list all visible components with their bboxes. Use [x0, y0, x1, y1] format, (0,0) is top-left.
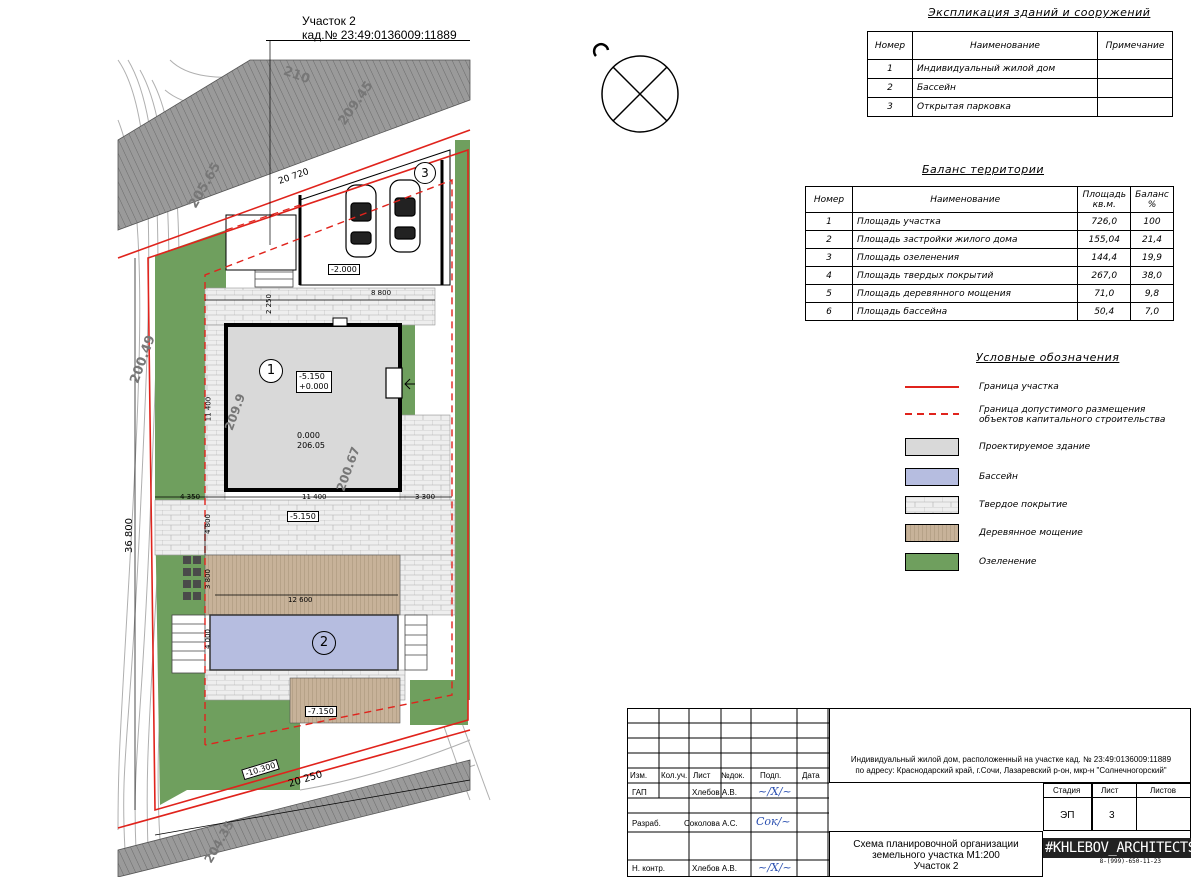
- plot-boundary: [147, 148, 469, 812]
- cadastral-number: кад.№ 23:49:0136009:11889: [302, 28, 457, 42]
- table-row: 1 Индивидуальный жилой дом: [867, 59, 1173, 79]
- house: [224, 323, 402, 492]
- col-name: Наименование: [912, 31, 1098, 60]
- table-row: 2 Бассейн: [867, 78, 1173, 98]
- plot-name: Участок 2: [302, 14, 356, 28]
- elevation-mark: -2.000: [328, 264, 360, 275]
- legend-item: Проектируемое здание: [905, 438, 1090, 456]
- dimension-lines: [134, 40, 471, 836]
- legend-item: Деревянное мощение: [905, 524, 1083, 542]
- dimension-label: 4 000: [204, 628, 213, 650]
- pool: [209, 614, 399, 671]
- dimension-label: 12 600: [288, 596, 313, 604]
- car-icon: [345, 179, 421, 258]
- elevation-mark: -5.150: [287, 511, 319, 522]
- green-zone: [155, 230, 226, 505]
- legend-title: Условные обозначения: [976, 351, 1120, 364]
- signature: ~/Х/~: [758, 785, 792, 798]
- table-row: 3 Открытая парковка: [867, 97, 1173, 117]
- col-note: Примечание: [1097, 31, 1173, 60]
- pool-swatch: [905, 468, 959, 486]
- stairs: [171, 264, 428, 674]
- project-title: Индивидуальный жилой дом, расположенный …: [850, 755, 1172, 764]
- stamp-grid: [627, 708, 829, 877]
- stage-value: ЭП: [1060, 810, 1075, 821]
- explication-table: Номер Наименование Примечание 1 Индивиду…: [867, 31, 1173, 117]
- elevation-mark: -5.150+0.000: [296, 371, 332, 393]
- signature: ~/Х/~: [758, 861, 792, 874]
- legend-item: Граница участка: [905, 380, 1059, 394]
- dimension-label: 4 350: [180, 493, 201, 501]
- sheet-value: 3: [1109, 810, 1115, 821]
- wood-swatch: [905, 524, 959, 542]
- buildable-boundary: [204, 178, 453, 746]
- balance-table: Номер Наименование Площадь кв.м. Баланс …: [805, 186, 1174, 321]
- north-arrow-icon: [592, 43, 679, 133]
- balance-title: Баланс территории: [922, 163, 1045, 176]
- col-number: Номер: [867, 31, 913, 60]
- dimension-label: 11 400: [302, 493, 327, 501]
- explication-title: Экспликация зданий и сооружений: [928, 6, 1151, 19]
- dimension-label: 2 250: [265, 293, 274, 315]
- wood-deck: [204, 554, 401, 616]
- signature: Сок/~: [756, 815, 791, 828]
- dimension-label: 11 400: [204, 396, 213, 422]
- building-marker-1: 1: [259, 359, 283, 383]
- building-marker-3: 3: [414, 162, 436, 184]
- dimension-label: 36 800: [124, 518, 135, 553]
- paving-swatch: [905, 496, 959, 514]
- dimension-label: 4 800: [204, 513, 213, 535]
- drawing-title: Схема планировочной организации земельно…: [853, 839, 1019, 872]
- dimension-label: 3 800: [204, 568, 213, 590]
- firm-logo: #KHLEBOV_ARCHITECTS 8-(999)-650-11-23: [1043, 838, 1191, 877]
- bollards: [183, 556, 201, 600]
- dashed-line-icon: [905, 413, 959, 415]
- legend-item: Бассейн: [905, 468, 1018, 486]
- dimension-label: 8 800: [371, 289, 392, 297]
- legend-item: Озеленение: [905, 553, 1036, 571]
- dimension-label: 3 300: [415, 493, 436, 501]
- building-marker-2: 2: [312, 631, 336, 655]
- plot-label: Участок 2 кад.№ 23:49:0136009:11889: [302, 14, 457, 42]
- legend-item: Граница допустимого размещения объектов …: [905, 405, 1179, 425]
- elevation-mark: -7.150: [305, 706, 337, 717]
- green-swatch: [905, 553, 959, 571]
- solid-line-icon: [905, 386, 959, 388]
- legend-item: Твердое покрытие: [905, 496, 1067, 514]
- project-address: по адресу: Краснодарский край, г.Сочи, Л…: [855, 766, 1167, 775]
- paving-area: [204, 287, 436, 326]
- building-swatch: [905, 438, 959, 456]
- road-area: [117, 59, 471, 231]
